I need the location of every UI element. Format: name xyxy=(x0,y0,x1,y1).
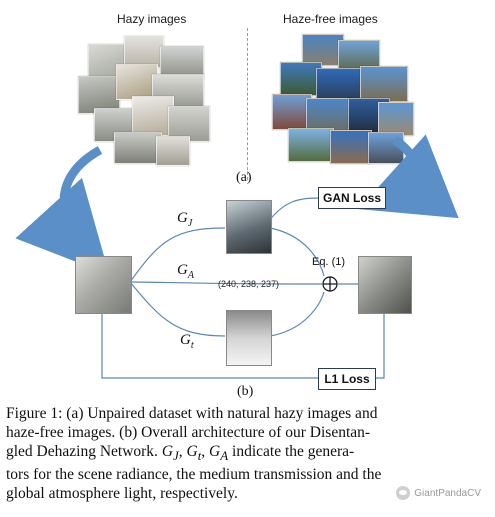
caption-line-3: gled Dehazing Network. GJ, Gt, GA indica… xyxy=(6,443,355,464)
caption-line-5: global atmosphere light, respectively. xyxy=(6,485,238,503)
gj-branch-line xyxy=(129,227,226,283)
watermark-text: GiantPandaCV xyxy=(414,487,481,499)
ga-branch-line xyxy=(129,281,323,285)
l1-loss-box: L1 Loss xyxy=(318,368,376,390)
gt-branch-line xyxy=(129,281,226,337)
radiance-to-gan-line xyxy=(267,197,319,223)
output-to-l1-line xyxy=(376,310,385,379)
scene-radiance-image xyxy=(226,200,272,254)
input-hazy-image xyxy=(75,256,132,314)
caption-line-2: haze-free images. (b) Overall architectu… xyxy=(6,424,371,441)
hazefree-thumbnail xyxy=(288,128,334,162)
hazy-images-collage xyxy=(78,36,213,166)
generator-a-label: GA xyxy=(177,262,194,281)
caption-line-1: Figure 1: (a) Unpaired dataset with natu… xyxy=(6,405,378,422)
generator-j-label: GJ xyxy=(177,210,193,229)
panel-b-label: (b) xyxy=(237,384,254,399)
caption-line-4: tors for the scene radiance, the medium … xyxy=(6,466,382,484)
hazy-to-input-arrow xyxy=(15,146,110,275)
generator-t-label: Gt xyxy=(180,332,194,351)
figure-caption: Figure 1: (a) Unpaired dataset with natu… xyxy=(6,404,476,503)
input-to-l1-line xyxy=(101,312,318,379)
hazy-thumbnail xyxy=(156,136,190,166)
hazy-thumbnail xyxy=(114,132,162,164)
hazy-images-title: Hazy images xyxy=(117,12,187,26)
panel-a-label: (a) xyxy=(236,170,252,185)
hazefree-thumbnail xyxy=(302,34,344,66)
hazefree-to-gan-arrow xyxy=(358,134,459,219)
hazy-thumbnail xyxy=(124,36,164,68)
architecture-connectors xyxy=(15,134,459,379)
radiance-to-oplus-line xyxy=(269,227,325,277)
transmission-to-oplus-line xyxy=(269,291,325,337)
wechat-icon xyxy=(396,486,411,500)
atmosphere-light-value: (240, 238, 237) xyxy=(218,279,280,289)
hazefree-images-title: Haze-free images xyxy=(283,12,378,26)
gan-loss-box: GAN Loss xyxy=(318,187,386,209)
output-dehazed-image xyxy=(358,256,412,314)
equation-reference: Eq. (1) xyxy=(312,256,346,268)
watermark: GiantPandaCV xyxy=(396,486,481,500)
panel-divider xyxy=(247,28,248,180)
transmission-map-image xyxy=(226,310,272,366)
